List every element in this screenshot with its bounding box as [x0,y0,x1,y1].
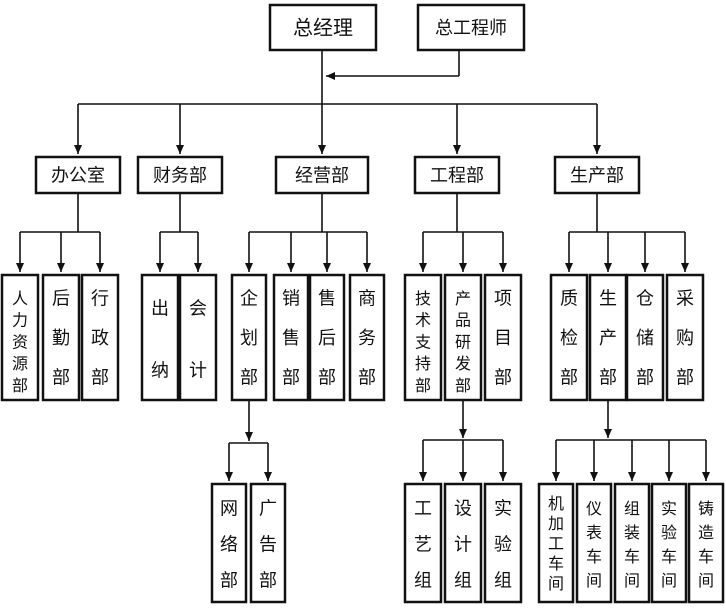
sub-dept-3-1-box [443,273,483,402]
team-node-4-0: 机加工车间 [537,482,575,604]
sub-dept-2-3: 商务部 [348,273,386,402]
sub-dept-0-1-box [41,273,81,402]
team-node-4-2-label: 组装车间 [624,499,640,590]
chief-engineer-node: 总工程师 [416,3,526,52]
team-node-2-0: 网络部 [210,482,248,604]
team-node-4-4: 铸造车间 [687,482,725,604]
dept-node-4-box [553,155,641,195]
dept-node-2-label: 经营部 [295,165,349,186]
team-node-3-0: 工艺组 [403,482,443,604]
sub-dept-2-0: 企划部 [230,273,268,402]
team-node-4-1-label: 仪表车间 [586,499,602,590]
dept-node-2-box [274,155,370,195]
sub-dept-1-1-label: 会计 [189,298,207,381]
sub-dept-0-0: 人力资源部 [0,273,40,402]
team-node-3-2-label: 实验组 [494,498,512,591]
sub-dept-4-3: 采购部 [665,273,705,402]
general-manager-node-label: 总经理 [293,16,353,40]
team-node-2-0-label: 网络部 [220,498,238,591]
sub-dept-2-3-label: 商务部 [358,288,376,388]
sub-dept-0-2-box [80,273,120,402]
team-node-3-1-label: 设计组 [454,498,472,591]
sub-dept-0-0-box [0,273,40,402]
sub-dept-1-1-box [178,273,218,402]
sub-dept-3-2-label: 项目部 [494,288,512,388]
team-node-2-0-box [210,482,248,604]
team-node-4-2-box [613,482,651,604]
team-node-4-1-box [575,482,613,604]
team-node-2-1-label: 广告部 [259,498,277,591]
dept-node-4-label: 生产部 [570,165,624,186]
sub-dept-4-2: 仓储部 [625,273,665,402]
team-node-4-4-box [687,482,725,604]
team-node-3-2: 实验组 [483,482,523,604]
sub-dept-2-2: 售后部 [308,273,346,402]
sub-dept-3-0: 技术支持部 [403,273,443,402]
chief-engineer-node-box [416,3,526,52]
team-node-4-0-label: 机加工车间 [548,494,564,593]
sub-dept-0-2: 行政部 [80,273,120,402]
sub-dept-4-0-box [549,273,589,402]
sub-dept-3-0-box [403,273,443,402]
sub-dept-2-2-label: 售后部 [318,288,336,388]
sub-dept-2-3-box [348,273,386,402]
sub-dept-4-2-label: 仓储部 [636,288,654,388]
team-node-4-4-label: 铸造车间 [698,499,714,590]
team-node-4-3: 实验车间 [650,482,688,604]
team-node-3-0-label: 工艺组 [414,498,432,591]
team-node-2-1: 广告部 [249,482,287,604]
team-node-4-1: 仪表车间 [575,482,613,604]
sub-dept-2-0-label: 企划部 [240,288,258,388]
general-manager-node: 总经理 [268,3,378,52]
dept-node-0-label: 办公室 [51,165,105,186]
team-node-2-1-box [249,482,287,604]
dept-node-3-label: 工程部 [430,165,484,186]
dept-node-2: 经营部 [274,155,370,195]
team-node-3-1-box [443,482,483,604]
sub-dept-3-2: 项目部 [483,273,523,402]
sub-dept-3-2-box [483,273,523,402]
dept-node-4: 生产部 [553,155,641,195]
general-manager-node-box [268,3,378,52]
dept-node-0: 办公室 [34,155,122,195]
sub-dept-3-1-label: 产品研发部 [455,289,471,395]
sub-dept-1-0: 出纳 [140,273,180,402]
team-node-4-3-box [650,482,688,604]
dept-node-3: 工程部 [413,155,501,195]
team-node-4-3-label: 实验车间 [661,499,677,590]
sub-dept-4-0: 质检部 [549,273,589,402]
sub-dept-0-0-label: 人力资源部 [12,289,28,395]
team-node-3-2-box [483,482,523,604]
dept-node-1: 财务部 [136,155,224,195]
sub-dept-1-0-label: 出纳 [151,298,169,381]
sub-dept-0-1: 后勤部 [41,273,81,402]
sub-dept-4-0-label: 质检部 [560,288,578,388]
chief-engineer-node-label: 总工程师 [435,18,507,39]
team-node-3-1: 设计组 [443,482,483,604]
sub-dept-4-1-label: 生产部 [599,288,617,388]
dept-node-0-box [34,155,122,195]
sub-dept-4-1: 生产部 [588,273,628,402]
team-node-3-0-box [403,482,443,604]
sub-dept-2-1-box [272,273,310,402]
sub-dept-3-0-label: 技术支持部 [415,289,431,395]
sub-dept-2-1-label: 销售部 [282,288,300,388]
sub-dept-1-0-box [140,273,180,402]
dept-node-1-box [136,155,224,195]
sub-dept-1-1: 会计 [178,273,218,402]
sub-dept-2-0-box [230,273,268,402]
sub-dept-2-1: 销售部 [272,273,310,402]
team-node-4-0-box [537,482,575,604]
sub-dept-4-3-label: 采购部 [676,288,694,388]
team-node-4-2: 组装车间 [613,482,651,604]
sub-dept-0-1-label: 后勤部 [52,288,70,388]
sub-dept-4-3-box [665,273,705,402]
dept-node-3-box [413,155,501,195]
sub-dept-3-1: 产品研发部 [443,273,483,402]
sub-dept-2-2-box [308,273,346,402]
sub-dept-4-2-box [625,273,665,402]
sub-dept-0-2-label: 行政部 [91,288,109,388]
dept-node-1-label: 财务部 [153,165,207,186]
